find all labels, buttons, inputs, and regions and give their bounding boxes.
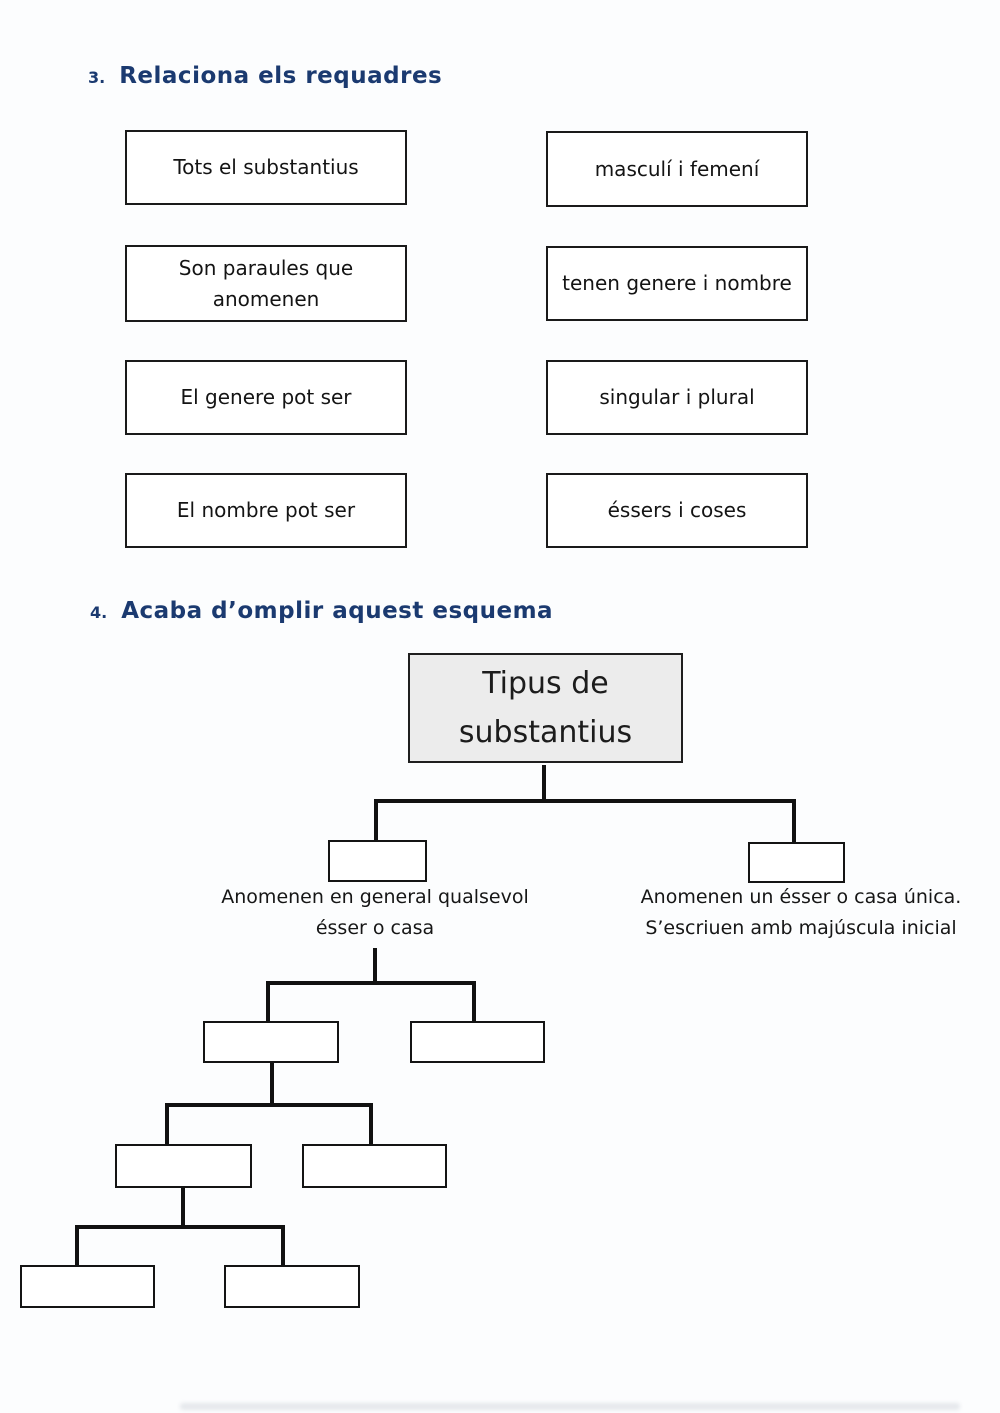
match-box-right-4-label: éssers i coses [607, 498, 747, 522]
tree-connector-level4-drop-left [75, 1225, 79, 1267]
section-4-number: 4. [90, 603, 108, 622]
match-box-right-1-label: masculí i femení [594, 156, 760, 181]
section-3-title: Relaciona els requadres [119, 63, 443, 89]
tree-answer-box-level4-left[interactable] [20, 1265, 155, 1308]
tree-answer-box-proper[interactable] [748, 842, 845, 883]
tree-connector-level4-stem [181, 1188, 185, 1229]
match-box-left-1[interactable]: Tots el substantius [125, 130, 407, 205]
section-4-title: Acaba d’omplir aquest esquema [121, 598, 554, 624]
tree-answer-box-level3-right[interactable] [302, 1144, 447, 1188]
tree-answer-box-level4-right[interactable] [224, 1265, 360, 1308]
match-box-right-3[interactable]: singular i plural [546, 360, 808, 435]
left-branch-caption: Anomenen en general qualsevol ésser o ca… [220, 882, 530, 944]
tree-answer-box-level2-left[interactable] [203, 1021, 339, 1063]
tree-root-label: Tipus de substantius [458, 666, 633, 750]
tree-connector-level3-horizontal [165, 1103, 373, 1107]
match-box-left-4-label: El nombre pot ser [176, 498, 356, 522]
match-box-left-1-label: Tots el substantius [173, 155, 359, 179]
section-4-heading: 4. Acaba d’omplir aquest esquema [90, 598, 553, 624]
tree-answer-box-level2-right[interactable] [410, 1021, 545, 1063]
match-box-right-4[interactable]: éssers i coses [546, 473, 808, 548]
match-box-right-3-label: singular i plural [599, 385, 755, 409]
tree-connector-level3-stem [270, 1063, 274, 1107]
tree-answer-box-level3-left[interactable] [115, 1144, 252, 1188]
match-box-left-2[interactable]: Son paraules que anomenen [125, 245, 407, 322]
section-3-number: 3. [88, 68, 106, 87]
tree-connector-level3-drop-right [369, 1103, 373, 1146]
match-box-left-3[interactable]: El genere pot ser [125, 360, 407, 435]
right-branch-caption-line2: S’escriuen amb majúscula inicial [645, 917, 957, 939]
right-branch-caption-line1: Anomenen un ésser o casa única. [640, 886, 962, 908]
tree-answer-box-common[interactable] [328, 840, 427, 882]
tree-connector-level2-horizontal [266, 981, 476, 985]
tree-connector-level3-drop-left [165, 1103, 169, 1146]
tree-connector-level4-horizontal [75, 1225, 285, 1229]
right-branch-caption: Anomenen un ésser o casa única. S’escriu… [640, 882, 962, 944]
tree-connector-level1-drop-right [792, 799, 796, 844]
tree-connector-level2-drop-right [472, 981, 476, 1023]
page-bottom-artifact [180, 1403, 960, 1410]
match-box-left-3-label: El genere pot ser [180, 385, 352, 409]
match-box-right-2[interactable]: tenen genere i nombre [546, 246, 808, 321]
match-box-right-2-label: tenen genere i nombre [562, 271, 792, 295]
tree-connector-root-stem [542, 765, 546, 802]
tree-connector-level2-stem [373, 948, 377, 984]
match-box-right-1[interactable]: masculí i femení [546, 131, 808, 207]
tree-connector-level2-drop-left [266, 981, 270, 1023]
tree-connector-level1-horizontal [374, 799, 796, 803]
match-box-left-2-label: Son paraules que anomenen [178, 255, 354, 311]
section-3-heading: 3. Relaciona els requadres [88, 63, 442, 89]
left-branch-caption-line1: Anomenen en general qualsevol [221, 886, 529, 908]
tree-connector-level1-drop-left [374, 799, 378, 842]
left-branch-caption-line2: ésser o casa [315, 917, 435, 939]
tree-connector-level4-drop-right [281, 1225, 285, 1267]
match-box-left-4[interactable]: El nombre pot ser [125, 473, 407, 548]
tree-root-box: Tipus de substantius [408, 653, 683, 763]
